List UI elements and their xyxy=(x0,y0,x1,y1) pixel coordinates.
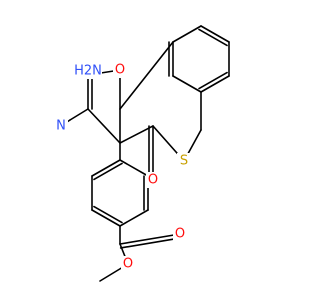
bond xyxy=(198,71,228,90)
bond xyxy=(119,209,149,227)
ring-oxygen-label: O xyxy=(115,63,125,78)
bond xyxy=(198,28,228,47)
ketone-oxygen-label: O xyxy=(148,173,158,188)
molecule-diagram: H2N O N S O O O xyxy=(54,25,230,282)
bond xyxy=(87,108,121,144)
bond xyxy=(119,233,181,245)
ester-carbonyl-oxygen-label: O xyxy=(175,227,185,242)
ring-oxygen-label-bg xyxy=(113,62,127,78)
nitrile-nitrogen-label: N xyxy=(56,119,66,134)
bond xyxy=(200,25,230,43)
ester-ether-oxygen-label: O xyxy=(123,257,133,272)
amino-label: H2N xyxy=(74,64,102,79)
ester-carbonyl-oxygen-label-bg xyxy=(173,226,187,242)
ester-ether-oxygen-label-bg xyxy=(121,256,135,272)
bond xyxy=(119,125,154,144)
sulfur-label-bg xyxy=(177,153,191,169)
ketone-oxygen-label-bg xyxy=(146,172,160,188)
bond xyxy=(91,209,121,227)
bond xyxy=(119,159,149,177)
bond xyxy=(119,41,174,110)
bond xyxy=(93,205,123,224)
bond xyxy=(93,162,123,181)
bond xyxy=(91,159,121,177)
sulfur-label: S xyxy=(180,154,188,169)
atom-label-layer: H2N O N S O O O xyxy=(54,62,191,272)
bond xyxy=(172,75,202,93)
bond xyxy=(69,108,89,121)
bond xyxy=(119,237,182,249)
amino-label-bg xyxy=(76,63,102,79)
bond xyxy=(172,25,202,43)
nitrile-nitrogen-label-bg xyxy=(54,118,68,134)
bond xyxy=(200,75,230,93)
